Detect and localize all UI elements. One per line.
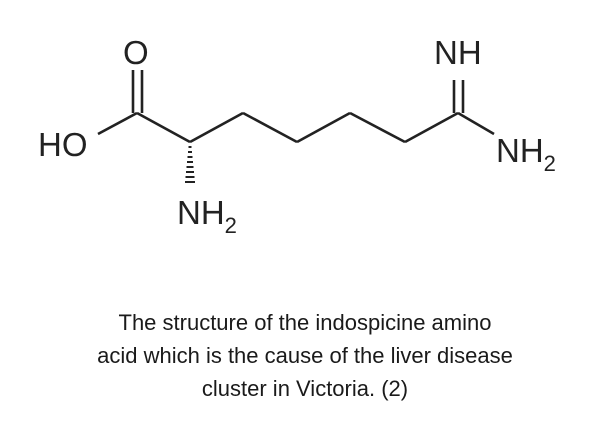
indospicine-structure: O HO NH NH2 NH2 [38, 34, 556, 238]
bond-c7-nh2 [457, 111, 495, 136]
atom-label-carbonyl-oxygen: O [123, 34, 149, 71]
caption-line-1: The structure of the indospicine amino [118, 310, 492, 335]
bond-c3-c4 [242, 111, 298, 144]
alpha-amine-subscript: 2 [225, 213, 237, 238]
bond-c6-c7 [404, 111, 459, 144]
bond-ho-c1 [97, 111, 138, 136]
skeletal-bonds [97, 70, 495, 144]
bond-c1-c2 [136, 111, 191, 144]
hashed-wedge-bond [185, 146, 195, 183]
figure-caption: The structure of the indospicine amino a… [30, 306, 580, 405]
bond-c4-c5 [296, 111, 351, 144]
alpha-amine-symbol: NH [177, 194, 225, 231]
atom-label-alpha-amine: NH2 [177, 194, 237, 238]
atom-label-imine: NH [434, 34, 482, 71]
bond-c2-c3 [189, 111, 244, 144]
caption-line-2: acid which is the cause of the liver dis… [97, 343, 513, 368]
atom-label-amidine-amine: NH2 [496, 132, 556, 176]
amidine-amine-subscript: 2 [544, 151, 556, 176]
amidine-amine-symbol: NH [496, 132, 544, 169]
atom-label-hydroxyl: HO [38, 126, 88, 163]
bond-c5-c6 [349, 111, 406, 144]
caption-line-3: cluster in Victoria. (2) [201, 376, 409, 401]
